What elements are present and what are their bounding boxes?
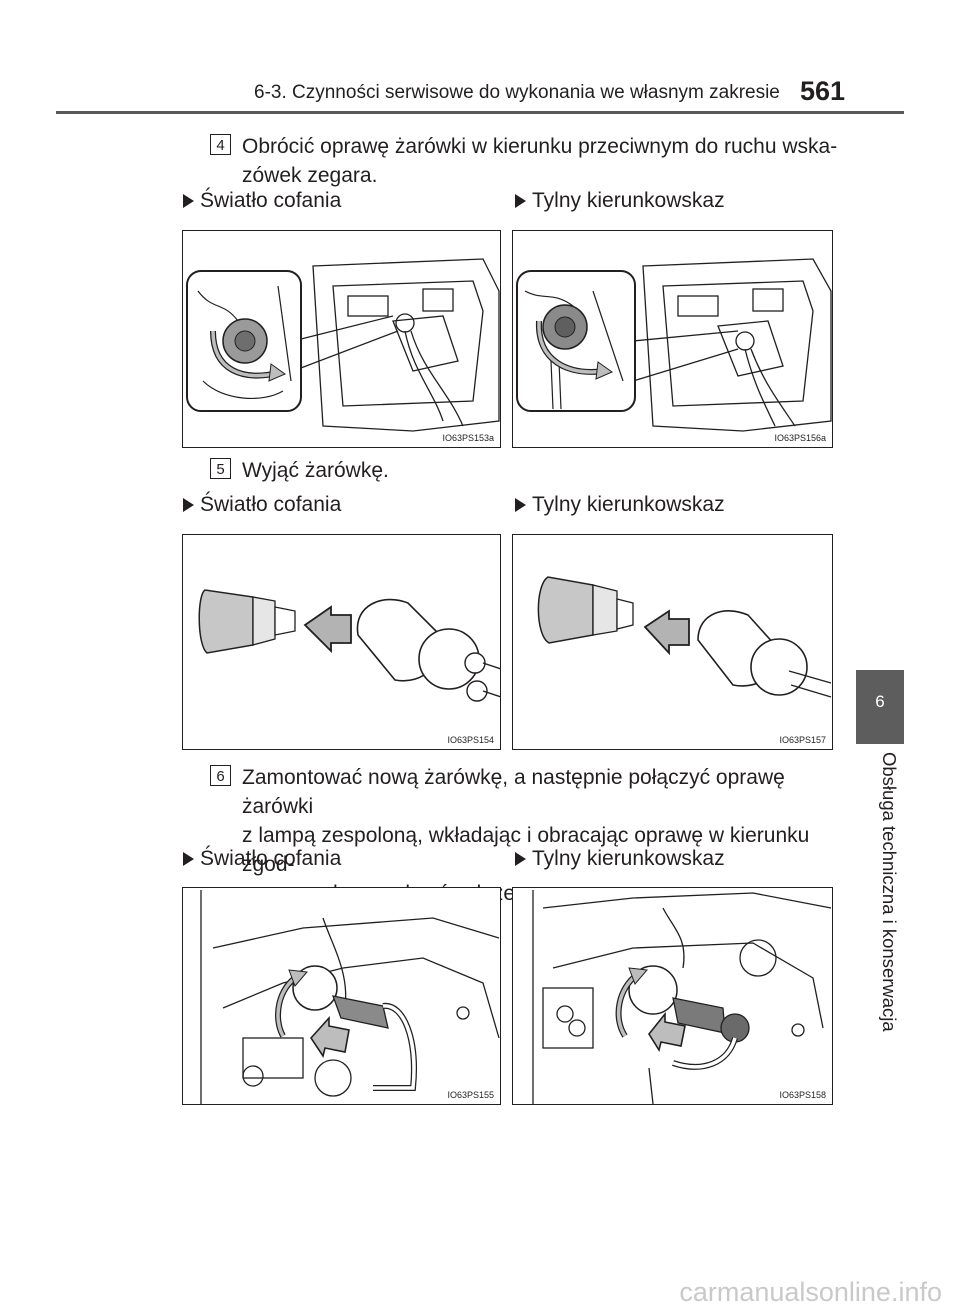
step-line: Wyjąć żarówkę. [242,459,389,482]
step-text: Obrócić oprawę żarówki w kierunku przeci… [242,132,842,190]
step-text: Wyjąć żarówkę. [242,456,842,485]
figure-reverse-light-bulb-removal: IO63PS154 [182,534,501,750]
triangle-bullet-icon [183,852,194,866]
triangle-bullet-icon [515,852,526,866]
figure-code: IO63PS154 [447,735,494,745]
chapter-tab: 6 [856,670,904,744]
figure-code: IO63PS157 [779,735,826,745]
bulb-removal-illustration [537,576,832,698]
step-line: z lampą zespoloną, wkładając i obracając… [242,824,810,876]
step-number-box: 5 [210,458,231,479]
step-line: Obrócić oprawę żarówki w kierunku przeci… [242,135,838,158]
subhead-turn-signal: Tylny kierunkowskaz [515,492,725,518]
bulb-install-illustration [532,890,832,1104]
figure-code: IO63PS158 [779,1090,826,1100]
figure-code: IO63PS156a [774,433,826,443]
figure-code: IO63PS153a [442,433,494,443]
triangle-bullet-icon [515,194,526,208]
figure-reverse-light-install: IO63PS155 [182,887,501,1105]
chapter-number: 6 [875,692,885,711]
triangle-bullet-icon [515,498,526,512]
running-header: 6-3. Czynności serwisowe do wykonania we… [254,82,780,103]
subhead-reverse-light: Światło cofania [183,492,341,518]
watermark: carmanualsonline.info [679,1277,942,1307]
header-rule [56,111,904,114]
step-number-box: 6 [210,765,231,786]
bulb-removal-illustration [198,589,500,702]
figure-turn-signal-install: IO63PS158 [512,887,833,1105]
figure-reverse-light-holder: IO63PS153a [182,230,501,448]
lamp-assembly-illustration [516,258,832,432]
step-line: zówek zegara. [242,164,378,187]
subhead-turn-signal: Tylny kierunkowskaz [515,846,725,872]
subhead-turn-signal: Tylny kierunkowskaz [515,188,725,214]
triangle-bullet-icon [183,498,194,512]
chapter-caption: Obsługa techniczna i konserwacja [879,752,900,1032]
figure-turn-signal-holder: IO63PS156a [512,230,833,448]
lamp-assembly-illustration [186,258,500,432]
figure-code: IO63PS155 [447,1090,494,1100]
triangle-bullet-icon [183,194,194,208]
subhead-reverse-light: Światło cofania [183,188,341,214]
figure-turn-signal-bulb-removal: IO63PS157 [512,534,833,750]
step-number-box: 4 [210,134,231,155]
page-number: 561 [800,76,846,106]
bulb-install-illustration [200,890,500,1104]
step-line: Zamontować nową żarówkę, a następnie poł… [242,766,785,818]
subhead-reverse-light: Światło cofania [183,846,341,872]
